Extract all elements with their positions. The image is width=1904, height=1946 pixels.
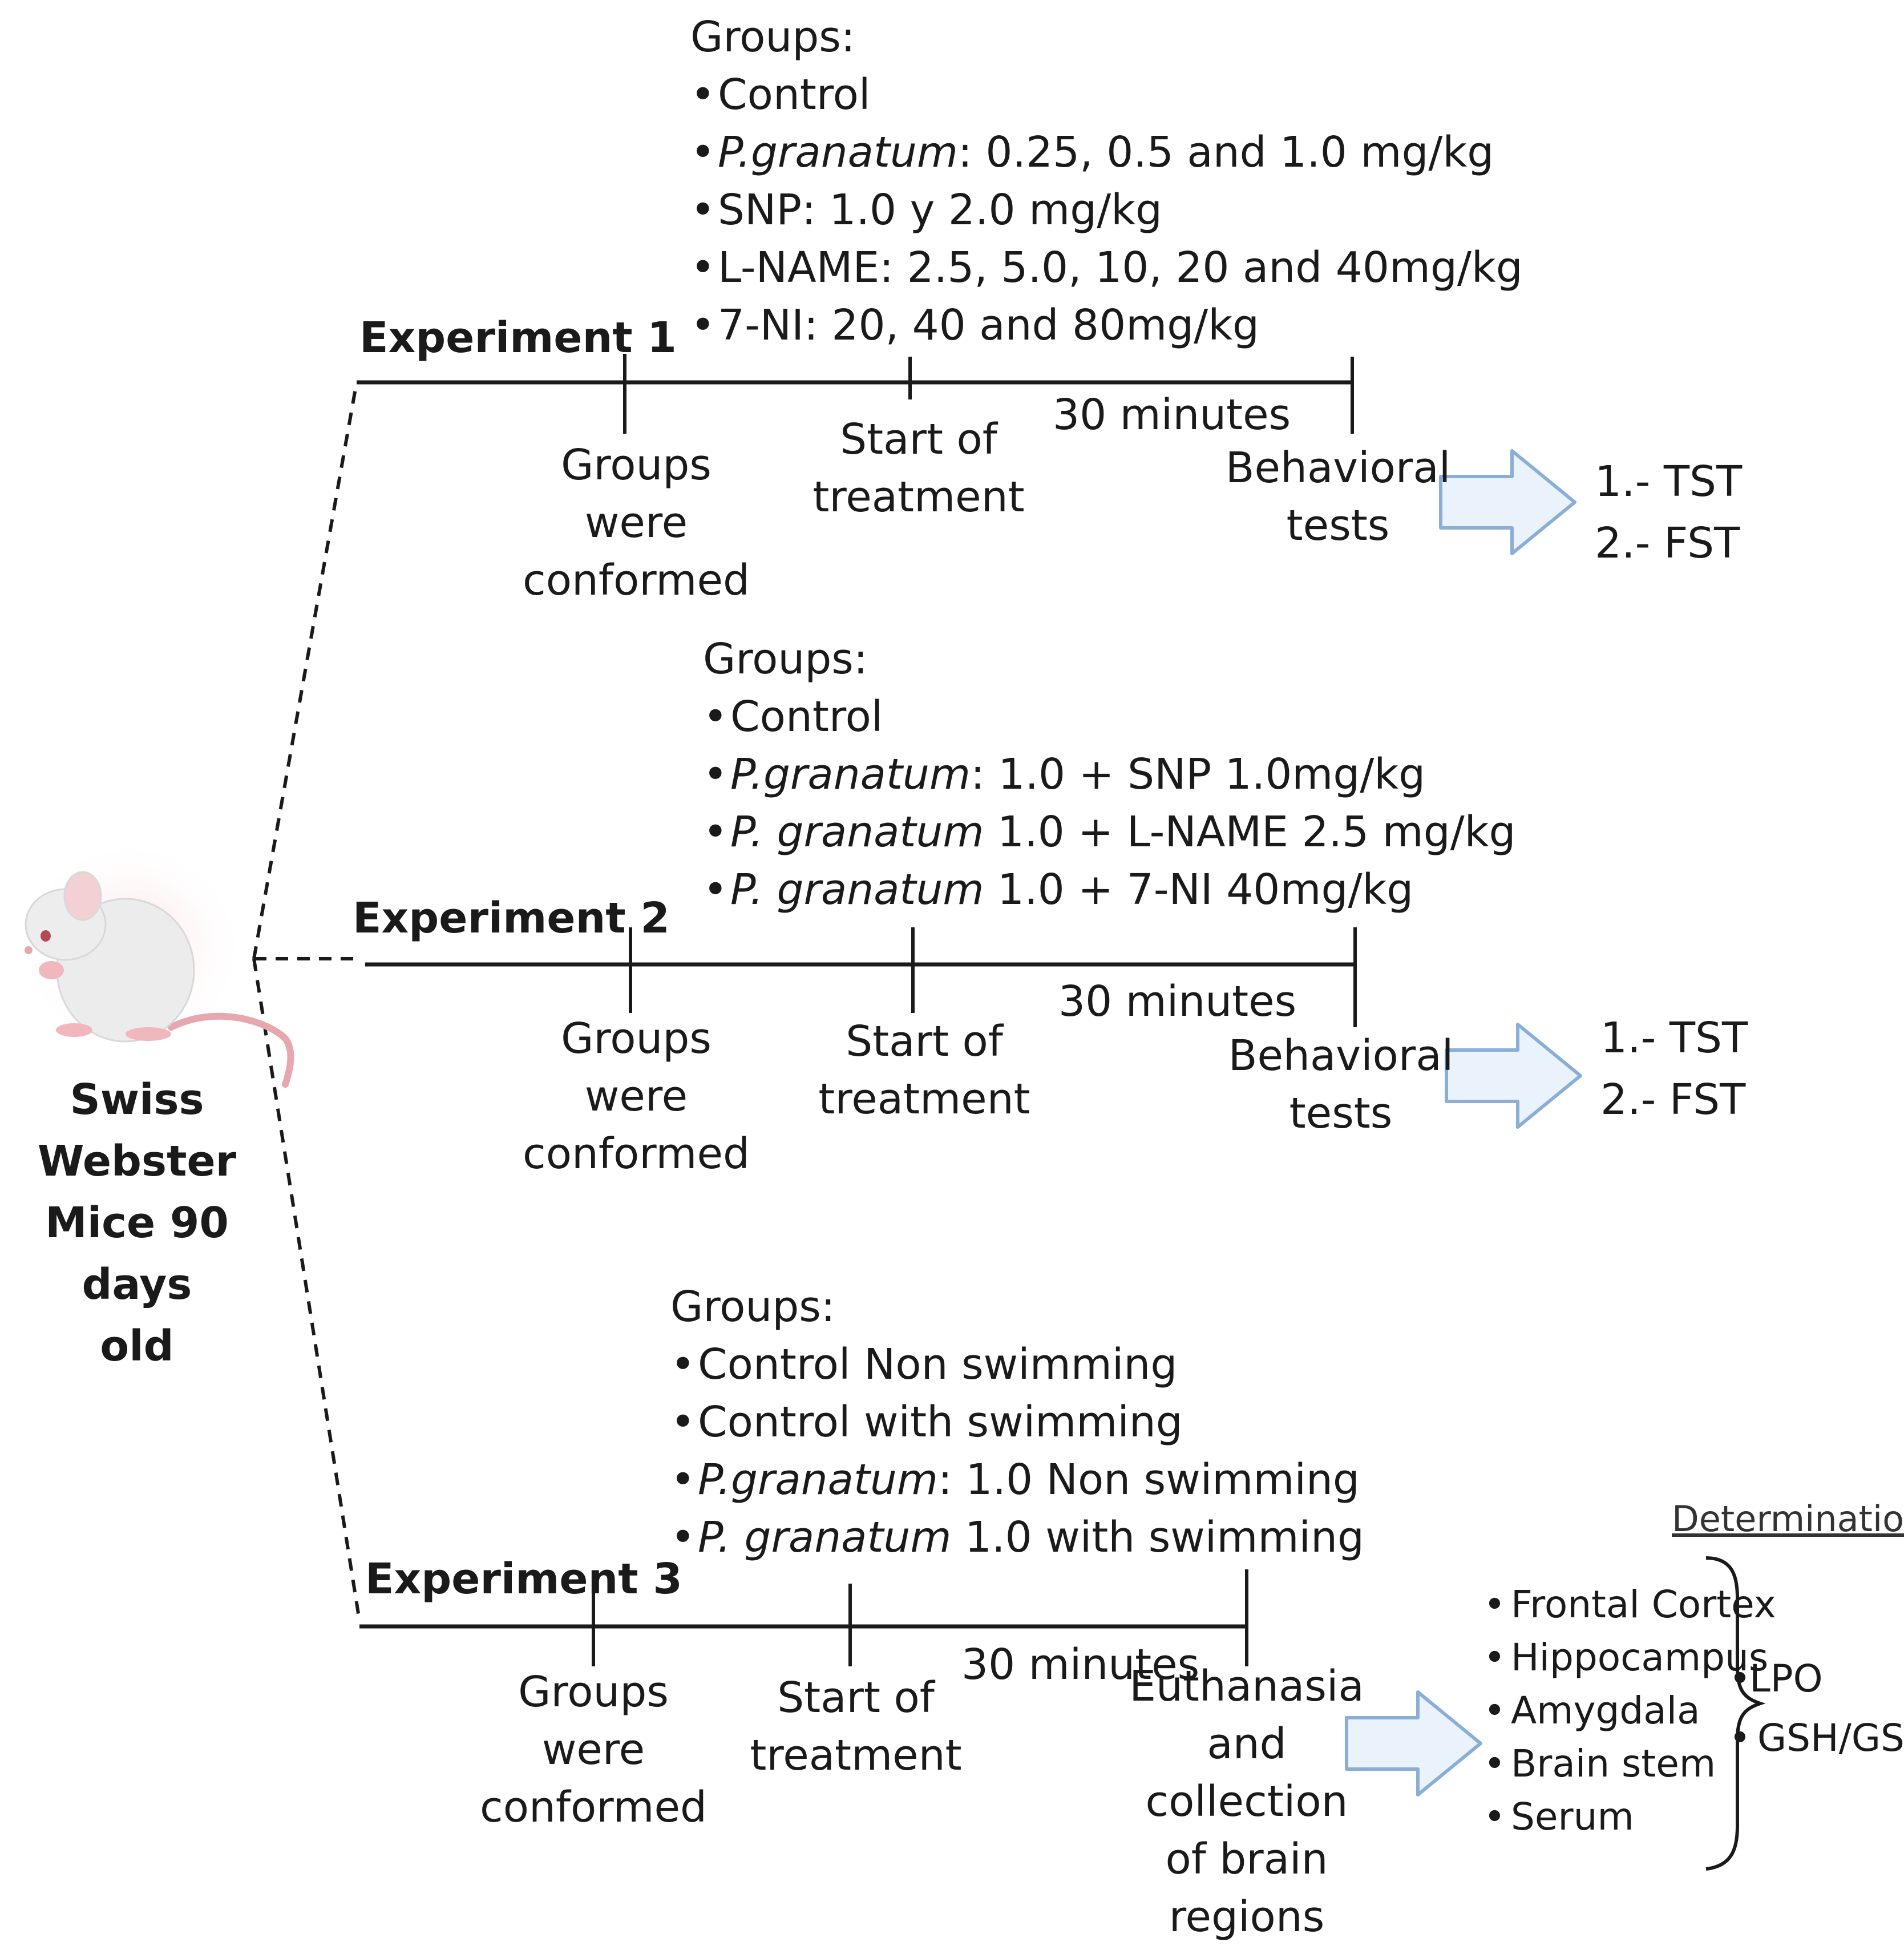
exp3-group-item: •Control Non swimming [670, 1340, 1178, 1389]
assays-list: •LPO •GSH/GSSG [1729, 1649, 1904, 1768]
arrow-exp2-outcomes [1445, 1023, 1582, 1129]
exp1-milestone-behavioral: Behavioral tests [1225, 443, 1451, 550]
exp3-milestone-treatment: Start of treatment [750, 1673, 962, 1780]
exp1-group-item: •L-NAME: 2.5, 5.0, 10, 20 and 40mg/kg [690, 243, 1523, 292]
exp3-group-item: •P.granatum: 1.0 Non swimming [670, 1455, 1360, 1504]
timeline-exp2 [365, 927, 1357, 1027]
subject-label-line-2: Mice 90 days [45, 1198, 229, 1309]
exp2-outcomes: 1.- TST 2.- FST [1600, 1007, 1748, 1131]
exp2-milestone-treatment: Start of treatment [818, 1017, 1030, 1124]
region-item: •Amygdala [1483, 1689, 1700, 1733]
exp2-duration: 30 minutes [1058, 977, 1297, 1026]
exp2-title: Experiment 2 [353, 894, 670, 943]
region-item: •Serum [1483, 1795, 1634, 1839]
exp1-groups-list: Groups: •Control •P.granatum: 0.25, 0.5 … [690, 9, 1523, 354]
exp2-group-item: •P. granatum 1.0 + 7-NI 40mg/kg [703, 865, 1414, 914]
outcome-item: 1.- TST [1595, 457, 1743, 506]
exp3-duration: 30 minutes [961, 1640, 1200, 1689]
region-item: •Frontal Cortex [1483, 1582, 1776, 1626]
region-item: •Brain stem [1483, 1742, 1716, 1786]
subject-label-line-3: old [100, 1322, 174, 1371]
region-item: •Hippocampus [1483, 1636, 1769, 1679]
assay-item: •GSH/GSSG [1729, 1716, 1904, 1760]
exp1-milestone-treatment: Start of treatment [812, 415, 1025, 522]
exp3-milestone-euthanasia: Euthanasia and collection of brain regio… [1129, 1662, 1364, 1941]
arrow-exp3-regions [1345, 1690, 1482, 1796]
exp2-milestone-behavioral: Behavioral tests [1228, 1031, 1454, 1138]
exp1-outcomes: 1.- TST 2.- FST [1595, 451, 1742, 574]
dashed-connector-exp3 [252, 958, 361, 1621]
exp2-group-item: •P.granatum: 1.0 + SNP 1.0mg/kg [703, 750, 1426, 799]
brace-regions-to-assays [1705, 1556, 1766, 1871]
subject-label-line-1: Swiss Webster [37, 1075, 237, 1186]
timeline-exp3 [359, 1569, 1248, 1666]
dashed-connector-exp1 [252, 382, 358, 959]
exp1-group-item: •SNP: 1.0 y 2.0 mg/kg [690, 185, 1162, 235]
arrow-exp1-outcomes [1439, 449, 1576, 555]
exp3-groups-header: Groups: [670, 1282, 835, 1331]
exp2-group-item: •Control [703, 692, 883, 741]
exp3-milestone-groups: Groups were conformed [480, 1668, 707, 1832]
exp1-title: Experiment 1 [359, 313, 677, 362]
timeline-exp1 [357, 354, 1354, 434]
exp1-group-item: •Control [690, 70, 871, 119]
exp1-groups-header: Groups: [690, 13, 855, 62]
exp2-groups-header: Groups: [703, 635, 868, 684]
exp1-milestone-groups: Groups were conformed [523, 441, 750, 605]
determination-header: Determination of [1672, 1498, 1904, 1540]
exp3-group-item: •Control with swimming [670, 1398, 1183, 1447]
exp3-groups-list: Groups: •Control Non swimming •Control w… [670, 1278, 1364, 1567]
assay-item: •LPO [1729, 1657, 1823, 1701]
subject-label: Swiss Webster Mice 90 days old [0, 1069, 285, 1377]
outcome-item: 1.- TST [1600, 1014, 1748, 1063]
exp2-milestone-groups: Groups were conformed [523, 1014, 750, 1178]
exp1-group-item: •7-NI: 20, 40 and 80mg/kg [690, 301, 1260, 350]
outcome-item: 2.- FST [1600, 1075, 1746, 1124]
mouse-icon [17, 839, 294, 1088]
exp1-duration: 30 minutes [1053, 390, 1291, 439]
brain-regions-list: •Frontal Cortex •Hippocampus •Amygdala •… [1483, 1578, 1776, 1843]
exp1-group-item: •P.granatum: 0.25, 0.5 and 1.0 mg/kg [690, 128, 1494, 177]
exp2-groups-list: Groups: •Control •P.granatum: 1.0 + SNP … [703, 631, 1516, 919]
exp2-group-item: •P. granatum 1.0 + L-NAME 2.5 mg/kg [703, 808, 1516, 857]
exp3-title: Experiment 3 [365, 1555, 682, 1604]
outcome-item: 2.- FST [1595, 519, 1740, 568]
exp3-group-item: •P. granatum 1.0 with swimming [670, 1513, 1364, 1562]
